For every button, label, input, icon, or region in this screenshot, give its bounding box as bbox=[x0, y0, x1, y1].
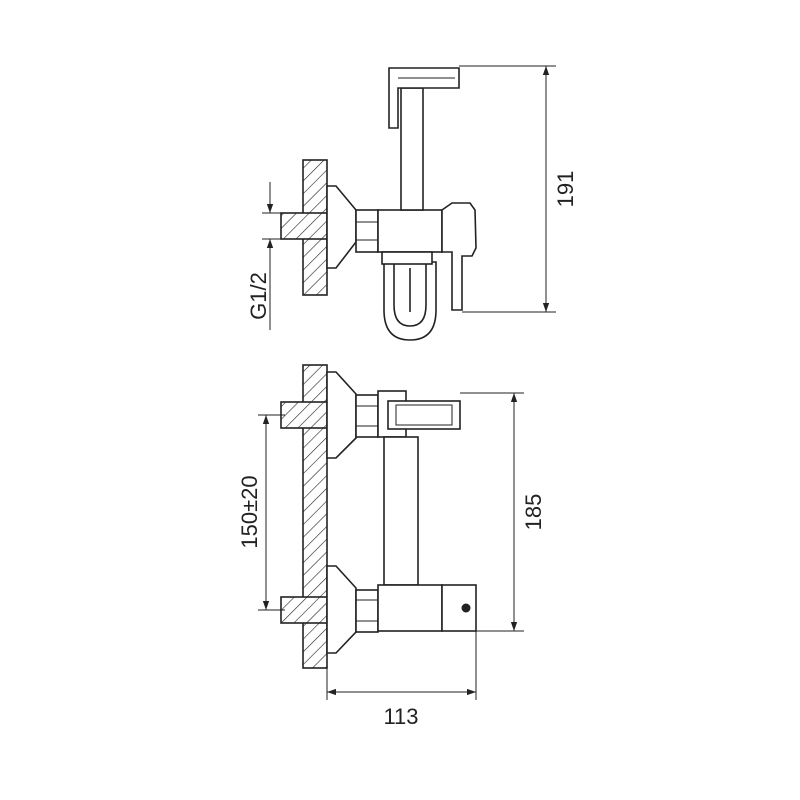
hose-connector-top bbox=[381, 251, 433, 265]
nut-lower bbox=[355, 589, 379, 633]
hand-spray-head bbox=[387, 400, 461, 430]
dimension-bottom-height: 185 bbox=[521, 494, 546, 531]
escutcheon-top bbox=[326, 185, 357, 269]
riser-pipe-bottom bbox=[383, 436, 419, 586]
pipe-stub-top bbox=[280, 212, 328, 240]
indicator-dot bbox=[461, 603, 471, 613]
pipe-stub-lower bbox=[280, 596, 328, 624]
nut-top bbox=[355, 209, 379, 253]
hand-spray-top bbox=[388, 67, 460, 129]
lever-bottom bbox=[441, 584, 477, 632]
dimension-depth: 113 bbox=[383, 704, 418, 729]
riser-pipe-top bbox=[400, 87, 424, 211]
escutcheon-upper bbox=[326, 371, 357, 459]
valve-body-top bbox=[377, 209, 443, 253]
dimension-thread: G1/2 bbox=[246, 272, 271, 320]
pipe-stub-upper bbox=[280, 401, 328, 429]
nut-upper bbox=[355, 394, 379, 438]
dimension-top-height: 191 bbox=[553, 171, 578, 208]
dimension-spacing: 150±20 bbox=[237, 475, 262, 548]
escutcheon-lower bbox=[326, 565, 357, 654]
valve-body-bottom bbox=[377, 584, 443, 632]
lever-top bbox=[441, 202, 477, 311]
bottom-side-view: 185 150±20 113 bbox=[237, 364, 546, 729]
top-side-view: 191 G1/2 bbox=[246, 65, 578, 341]
